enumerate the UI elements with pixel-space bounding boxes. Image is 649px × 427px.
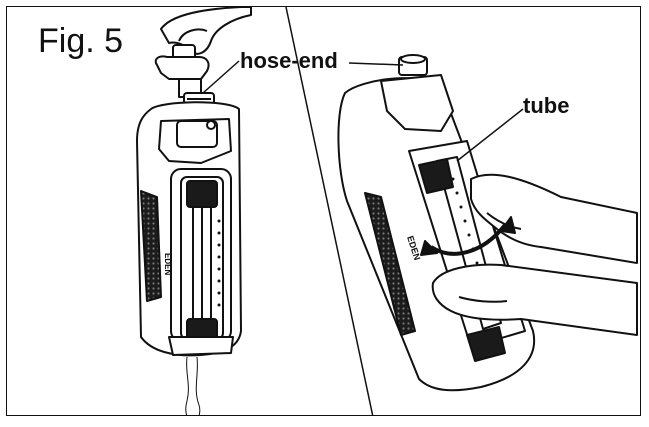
left-panel <box>136 7 252 415</box>
water-drip <box>185 356 189 415</box>
brand-left: EDEN <box>163 253 172 275</box>
tube-leader <box>456 108 524 162</box>
hose-end-leader <box>202 60 240 94</box>
illustration: EDEN EDEN <box>136 7 638 415</box>
side-grip-right <box>364 192 416 336</box>
hose-end-leader-right <box>348 62 404 66</box>
tube-callout: tube <box>523 93 570 118</box>
hand-upper-right <box>470 173 638 264</box>
hose-end-callout: hose-end <box>240 48 338 73</box>
rotation-arrow <box>429 223 507 256</box>
figure-frame: EDEN EDEN <box>6 6 641 416</box>
figure-label: Fig. 5 <box>38 22 124 60</box>
faucet-body <box>154 55 210 80</box>
hand-lower-right <box>431 263 638 336</box>
right-panel <box>337 54 638 392</box>
panel-divider <box>285 7 374 415</box>
side-grip-left <box>140 190 162 302</box>
